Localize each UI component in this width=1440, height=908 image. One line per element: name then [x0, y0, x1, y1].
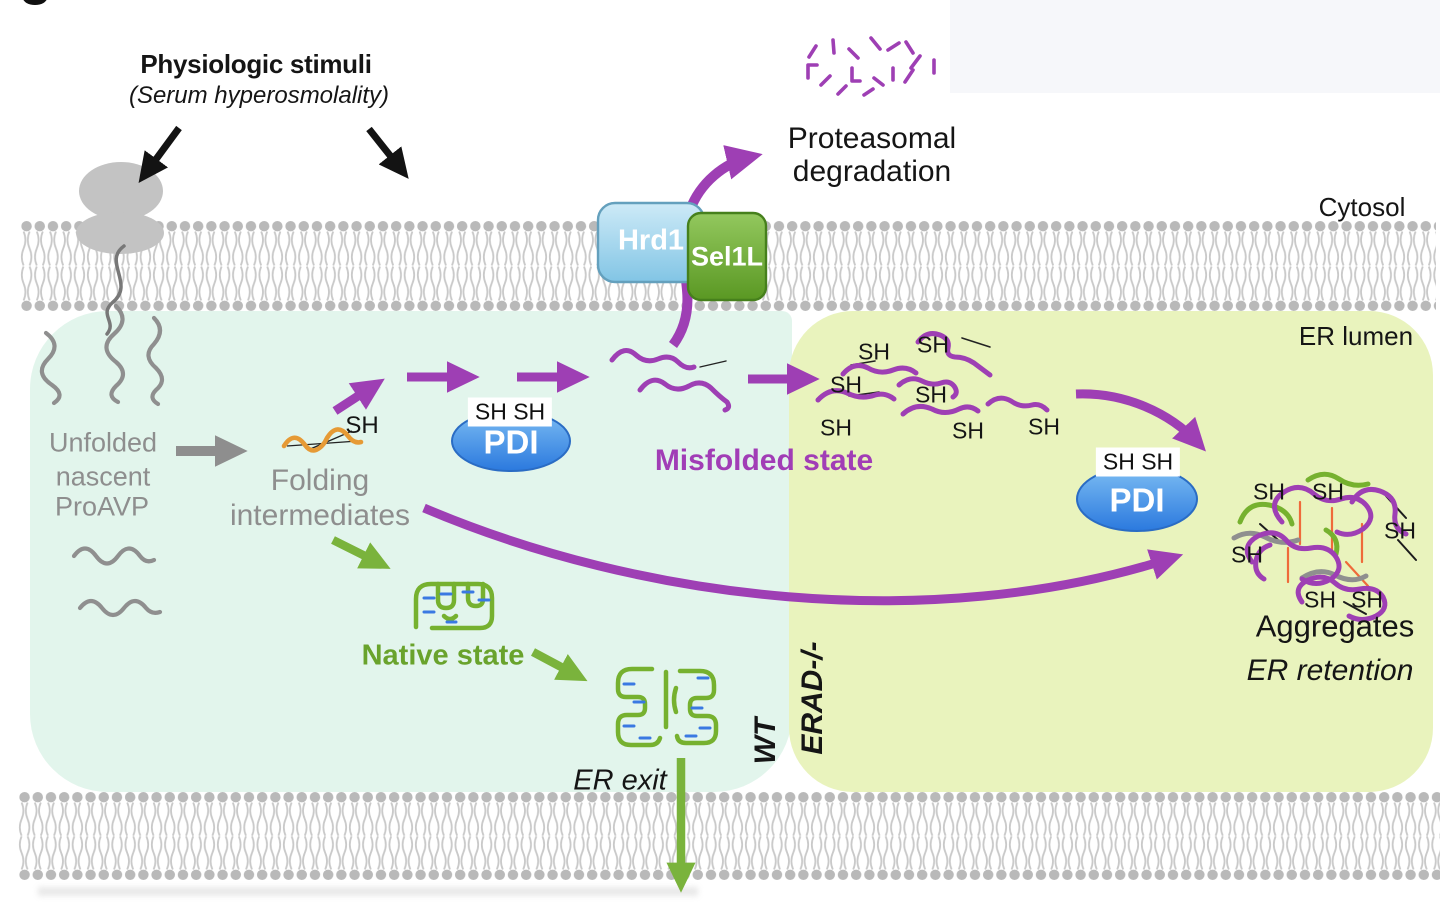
- sh-label-cluster-1: SH: [858, 338, 890, 365]
- er-exit-label: ER exit: [573, 764, 667, 797]
- folding-intermediate-icon: [281, 427, 364, 453]
- stimuli-subtitle: (Serum hyperosmolality): [128, 82, 390, 109]
- folded-protein-dimer-icon: [615, 666, 719, 748]
- unfolded-label-line2: nascent: [55, 461, 151, 492]
- unfolded-chain-icons: [39, 303, 165, 618]
- stimuli-arrows: [138, 125, 409, 184]
- cytosol-corner-panel: [950, 0, 1440, 93]
- cropped-panel-letter: [23, 0, 47, 5]
- erad-knockout-label: ERAD-/-: [796, 641, 829, 755]
- sh-label-folding: SH: [345, 412, 379, 439]
- bottom-shadow: [38, 887, 698, 896]
- hrd1-label: Hrd1: [617, 224, 685, 257]
- native-state-label: Native state: [361, 639, 525, 672]
- folded-protein-icon: [413, 581, 495, 631]
- misfolded-cluster-icon: [815, 331, 1050, 417]
- wt-genotype-label: WT: [749, 717, 782, 765]
- folding-flow-arrows: [332, 361, 820, 415]
- pdi2-thiol-badge: SH SH: [1095, 447, 1181, 477]
- folding-label-line1: Folding: [270, 464, 370, 497]
- unfolded-label-line3: ProAVP: [54, 491, 150, 522]
- proteasomal-degradation-line2: degradation: [792, 155, 952, 188]
- sh-label-cluster-5: SH: [820, 414, 852, 441]
- cytosol-label: Cytosol: [1318, 192, 1406, 222]
- sh-label-agg-6: SH: [1351, 586, 1383, 613]
- peptide-fragments-icon: [806, 36, 936, 97]
- stimuli-title: Physiologic stimuli: [140, 49, 372, 79]
- pdi1-thiol-badge: SH SH: [467, 397, 553, 427]
- aggregates-label: Aggregates: [1255, 608, 1415, 644]
- sh-label-agg-2: SH: [1312, 478, 1344, 505]
- sel1l-box: [686, 211, 768, 302]
- misfolded-to-aggregate-arrow: [1075, 389, 1206, 452]
- sh-label-agg-1: SH: [1253, 478, 1285, 505]
- sh-label-agg-3: SH: [1384, 517, 1416, 544]
- sh-label-cluster-3: SH: [830, 371, 862, 398]
- sh-label-agg-4: SH: [1231, 541, 1263, 568]
- er-lumen-label: ER lumen: [1298, 321, 1414, 351]
- misfolded-state-label: Misfolded state: [654, 444, 874, 477]
- folding-to-aggregate-arrow: [422, 503, 1184, 606]
- unfolded-label-line1: Unfolded: [48, 427, 158, 458]
- misfolded-intermediate-icon: [609, 348, 732, 413]
- er-retention-label: ER retention: [1246, 654, 1414, 687]
- sel1l-label: Sel1L: [690, 241, 764, 272]
- er-lumen-erad-region: [789, 311, 1433, 792]
- sh-label-cluster-4: SH: [915, 381, 947, 408]
- protein-aggregate-icon: [1231, 471, 1417, 622]
- sh-label-cluster-6: SH: [952, 417, 984, 444]
- sh-label-cluster-7: SH: [1028, 413, 1060, 440]
- pdi1-label: PDI: [483, 423, 539, 461]
- proteasomal-degradation-line1: Proteasomal: [787, 122, 957, 155]
- sh-label-agg-5: SH: [1304, 586, 1336, 613]
- pdi2-label: PDI: [1109, 481, 1165, 519]
- sh-label-cluster-2: SH: [917, 331, 949, 358]
- bottom-membrane-lipid-bilayer: [18, 791, 1440, 881]
- native-pathway-arrows: [331, 536, 696, 893]
- folding-label-line2: intermediates: [229, 499, 411, 532]
